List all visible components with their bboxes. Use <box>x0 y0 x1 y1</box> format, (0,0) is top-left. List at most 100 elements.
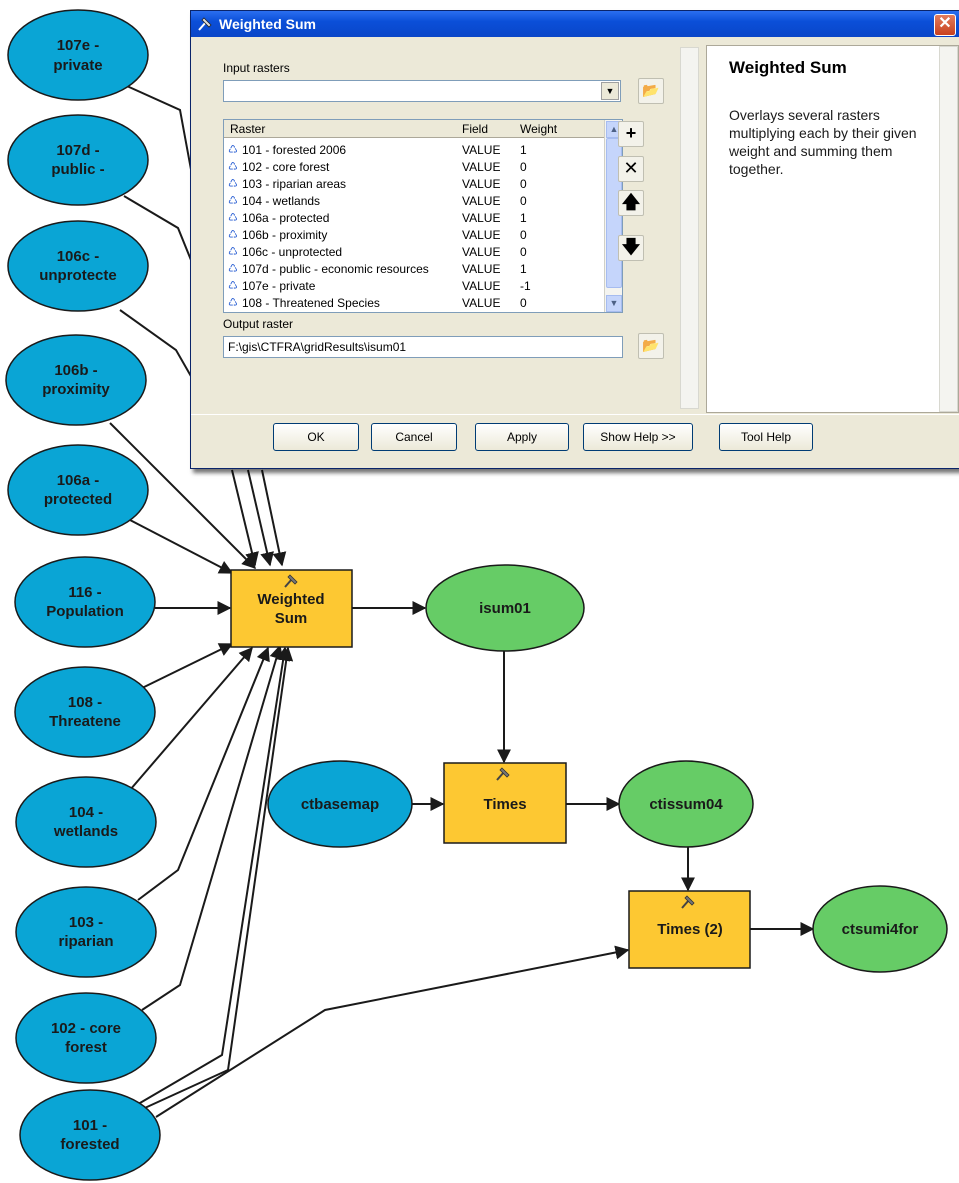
column-header-raster[interactable]: Raster <box>230 122 266 136</box>
tool-times-2[interactable]: Times (2) <box>628 890 751 969</box>
output-node-ctsumi4for[interactable]: ctsumi4for <box>812 885 948 973</box>
cell-weight[interactable]: 0 <box>520 160 527 174</box>
cell-weight[interactable]: 0 <box>520 296 527 310</box>
tool-label-line: Weighted <box>257 591 324 608</box>
apply-button[interactable]: Apply <box>475 423 569 451</box>
browse-input-button[interactable]: 📂 <box>638 78 664 104</box>
node-label-line: unprotecte <box>39 267 117 284</box>
node-label-line: 103 - <box>69 914 103 931</box>
cancel-button[interactable]: Cancel <box>371 423 457 451</box>
input-node-106c[interactable]: 106c - unprotecte <box>7 220 149 312</box>
output-raster-field[interactable]: F:\gis\CTFRA\gridResults\isum01 <box>223 336 623 358</box>
browse-output-button[interactable]: 📂 <box>638 333 664 359</box>
column-header-weight[interactable]: Weight <box>520 122 558 136</box>
connector-ws-b <box>247 469 274 567</box>
output-raster-label: Output raster <box>223 317 294 331</box>
chevron-down-icon[interactable]: ▼ <box>601 82 619 100</box>
node-label-line: Threatene <box>49 713 121 730</box>
node-label-line: 101 - <box>73 1117 107 1134</box>
cell-field[interactable]: VALUE <box>462 211 501 225</box>
dialog-titlebar[interactable]: Weighted Sum ✕ <box>191 11 959 37</box>
input-node-102[interactable]: 102 - core forest <box>15 992 157 1084</box>
cell-field[interactable]: VALUE <box>462 279 501 293</box>
cell-weight[interactable]: 1 <box>520 211 527 225</box>
input-node-106a[interactable]: 106a - protected <box>7 444 149 536</box>
cell-field[interactable]: VALUE <box>462 228 501 242</box>
weighted-sum-dialog: Weighted Sum ✕ Input rasters ▼ 📂 Raster … <box>190 10 959 469</box>
input-node-104[interactable]: 104 - wetlands <box>15 776 157 868</box>
input-node-107d[interactable]: 107d - public - <box>7 114 149 206</box>
move-up-button[interactable]: 🡅 <box>618 190 644 216</box>
connector-ws-c <box>261 469 287 567</box>
connector-104 <box>129 646 253 791</box>
cell-field[interactable]: VALUE <box>462 296 501 310</box>
table-header: Raster Field Weight <box>224 120 622 138</box>
node-label-line: 106c - <box>57 248 100 265</box>
input-node-101[interactable]: 101 - forested <box>19 1089 161 1181</box>
table-scrollbar[interactable]: ▲ ▼ <box>604 120 622 312</box>
tool-weighted-sum[interactable]: Weighted Sum <box>230 569 353 648</box>
input-rasters-combo[interactable]: ▼ <box>223 80 621 102</box>
form-scrollbar[interactable] <box>680 47 699 409</box>
add-row-button[interactable]: + <box>618 121 644 147</box>
connector-106a <box>129 519 234 574</box>
connector-107e <box>117 81 193 176</box>
output-node-isum01[interactable]: isum01 <box>425 564 585 652</box>
cell-field[interactable]: VALUE <box>462 245 501 259</box>
cell-weight[interactable]: 0 <box>520 228 527 242</box>
cell-field[interactable]: VALUE <box>462 194 501 208</box>
delete-row-button[interactable]: ✕ <box>618 156 644 182</box>
node-label-line: 104 - <box>69 804 103 821</box>
node-label-line: public - <box>51 161 104 178</box>
move-down-button[interactable]: 🡇 <box>618 235 644 261</box>
raster-layer-icon: ♺ <box>228 144 238 156</box>
node-label-line: riparian <box>58 933 113 950</box>
ok-button[interactable]: OK <box>273 423 359 451</box>
cell-field[interactable]: VALUE <box>462 177 501 191</box>
input-node-116[interactable]: 116 - Population <box>14 556 156 648</box>
cell-weight[interactable]: 0 <box>520 245 527 259</box>
raster-layer-icon: ♺ <box>228 246 238 258</box>
tool-help-button[interactable]: Tool Help <box>719 423 813 451</box>
table-row[interactable]: ♺ 102 - core forest VALUE 0 <box>224 159 604 176</box>
cell-weight[interactable]: 0 <box>520 194 527 208</box>
dialog-button-bar <box>191 414 959 469</box>
input-node-ctbasemap[interactable]: ctbasemap <box>267 760 413 848</box>
cell-weight[interactable]: 1 <box>520 143 527 157</box>
cell-weight[interactable]: -1 <box>520 279 531 293</box>
show-help-button[interactable]: Show Help >> <box>583 423 693 451</box>
help-scrollbar[interactable] <box>939 46 958 412</box>
close-button[interactable]: ✕ <box>934 14 956 36</box>
input-node-103[interactable]: 103 - riparian <box>15 886 157 978</box>
cell-field[interactable]: VALUE <box>462 143 501 157</box>
input-node-106b[interactable]: 106b - proximity <box>5 334 147 426</box>
node-label-line: 106b - <box>54 362 97 379</box>
connector-107d <box>123 195 194 266</box>
cell-field[interactable]: VALUE <box>462 160 501 174</box>
column-header-field[interactable]: Field <box>462 122 489 136</box>
cell-raster: 102 - core forest <box>242 160 330 174</box>
plus-icon: + <box>625 123 637 143</box>
connectors <box>109 81 815 1118</box>
input-node-108[interactable]: 108 - Threatene <box>14 666 156 758</box>
raster-layer-icon: ♺ <box>228 161 238 173</box>
input-node-107e[interactable]: 107e - private <box>7 9 149 101</box>
output-node-ctissum04[interactable]: ctissum04 <box>618 760 754 848</box>
cell-field[interactable]: VALUE <box>462 262 501 276</box>
node-label-line: forest <box>65 1039 107 1056</box>
cell-weight[interactable]: 0 <box>520 177 527 191</box>
node-label-line: 116 - <box>68 584 101 601</box>
tool-times[interactable]: Times <box>443 762 567 844</box>
help-description: Overlays several rasters multiplying eac… <box>729 107 917 177</box>
cell-weight[interactable]: 1 <box>520 262 527 276</box>
scroll-down-icon[interactable]: ▼ <box>606 295 622 312</box>
